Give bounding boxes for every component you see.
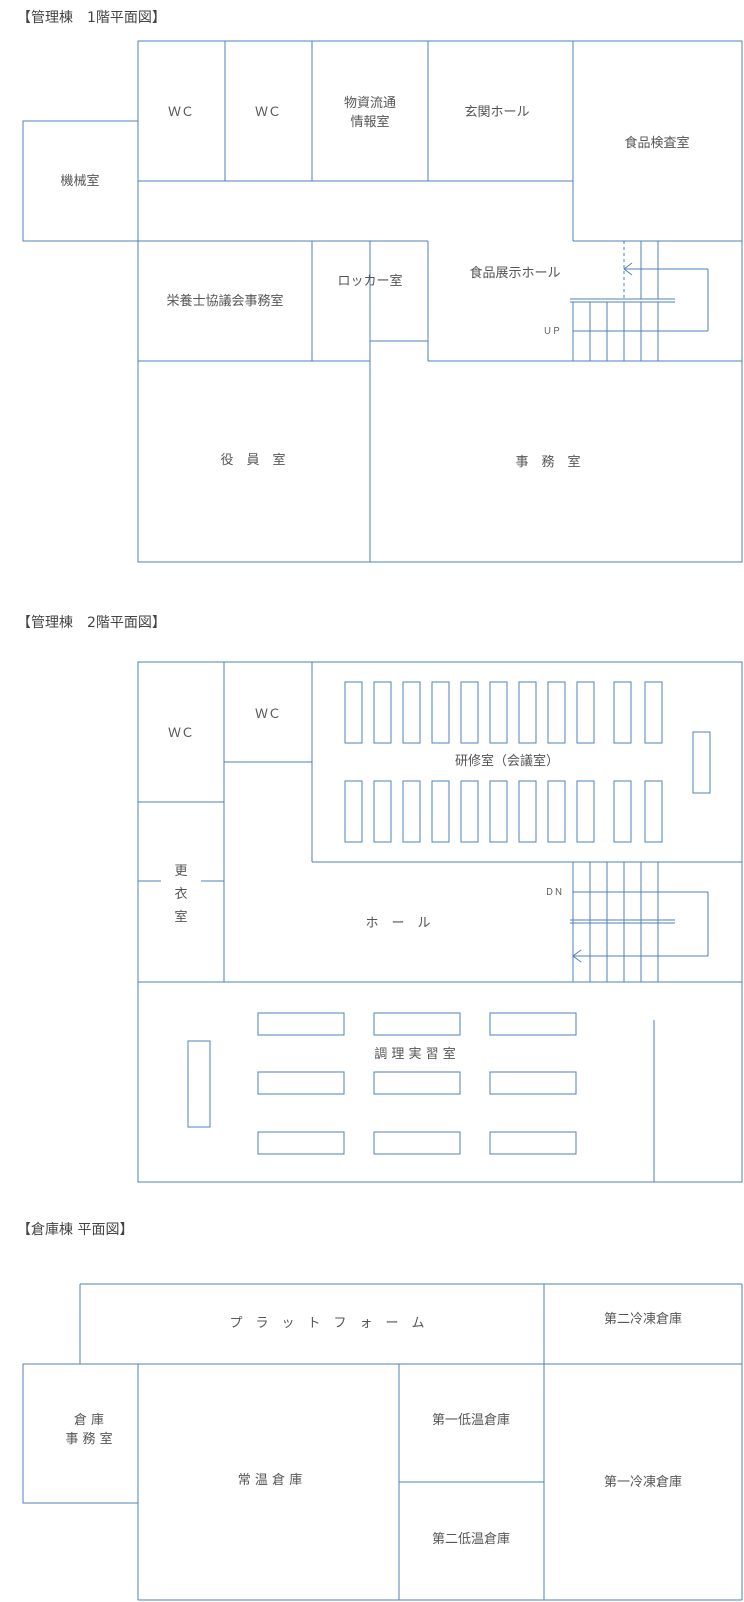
label-platform: プ ラ ッ ト フ ォ ー ム: [229, 1316, 424, 1331]
label-wc-b: ＷＣ: [255, 105, 281, 120]
warehouse-title: 【倉庫棟 平面図】: [17, 1222, 134, 1238]
warehouse-plan: [22, 1283, 743, 1601]
label-training-room: 研修室（会議室）: [455, 753, 559, 769]
label-cooking-room: 調 理 実 習 室: [374, 1046, 456, 1062]
label-food-exhibit-hall: 食品展示ホール: [469, 265, 560, 281]
floor2-title: 【管理棟 2階平面図】: [17, 615, 166, 631]
cooking-tables: [187, 1012, 577, 1155]
label-low-temp-1: 第一低温倉庫: [432, 1413, 510, 1428]
label-wc-a: ＷＣ: [168, 726, 194, 741]
label-dietitian-office: 栄養士協議会事務室: [166, 293, 283, 309]
label-wc-b: ＷＣ: [255, 707, 281, 722]
training-desks: [344, 681, 711, 843]
warehouse-labels: プ ラ ッ ト フ ォ ー ム 第二冷凍倉庫 倉 庫 事 務 室 常 温 倉 庫…: [65, 1311, 682, 1547]
floor1-labels: ＷＣ ＷＣ 物資流通 情報室 玄関ホール 食品検査室 機械室 栄養士協議会事務室…: [60, 96, 689, 470]
label-changing-2: 衣: [174, 886, 187, 902]
label-hall: ホ ー ル: [365, 916, 430, 931]
label-locker-room: ロッカー室: [337, 273, 402, 289]
floor1-title: 【管理棟 1階平面図】: [17, 10, 166, 26]
label-logistics-2: 情報室: [350, 114, 389, 130]
label-freezer-1: 第一冷凍倉庫: [604, 1474, 682, 1490]
floor1-plan: [22, 40, 743, 563]
label-changing-1: 更: [174, 864, 187, 879]
floor2-outline: [137, 661, 743, 1183]
label-stairs-up: ＵＰ: [543, 327, 561, 337]
label-executive-room: 役 員 室: [220, 452, 285, 468]
floor2-plan: [137, 661, 743, 1183]
label-low-temp-2: 第二低温倉庫: [432, 1532, 510, 1547]
floor2-labels: ＷＣ ＷＣ 研修室（会議室） 更 衣 室 ＤＮ ホ ー ル 調 理 実 習 室: [168, 707, 563, 1062]
label-entrance-hall: 玄関ホール: [464, 105, 529, 120]
label-office: 事 務 室: [515, 454, 580, 470]
label-wc-a: ＷＣ: [168, 105, 194, 120]
label-logistics-1: 物資流通: [344, 96, 396, 111]
stairs-2f: [570, 862, 709, 982]
label-wh-office-1: 倉 庫: [74, 1413, 104, 1428]
label-changing-3: 室: [174, 909, 187, 925]
floor1-outline: [137, 40, 743, 563]
label-wh-office-2: 事 務 室: [65, 1431, 112, 1447]
label-machine-room: 機械室: [60, 173, 99, 189]
label-freezer-2: 第二冷凍倉庫: [604, 1311, 682, 1327]
label-stairs-dn: ＤＮ: [545, 888, 563, 898]
label-food-inspection: 食品検査室: [624, 135, 689, 151]
label-room-temp: 常 温 倉 庫: [238, 1473, 302, 1488]
stairs-1f: [570, 241, 709, 361]
